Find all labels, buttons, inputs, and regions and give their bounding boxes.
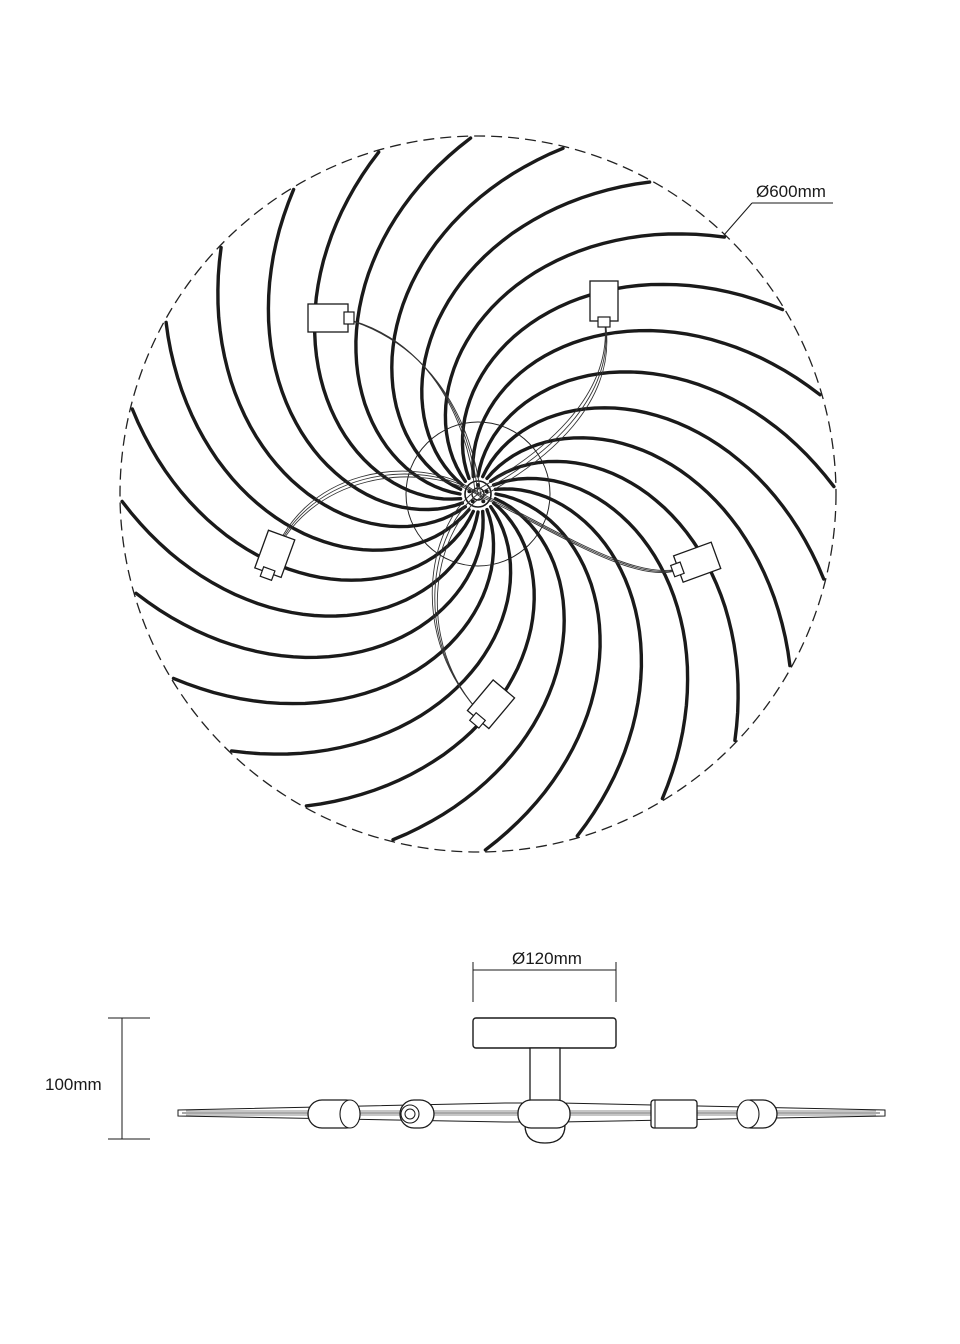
spiral-blade — [130, 407, 475, 582]
spiral-blade — [485, 436, 792, 668]
lamp-cable — [269, 476, 482, 568]
hub-center — [471, 487, 485, 501]
lamp-cable — [480, 496, 685, 573]
lamp-cable — [477, 314, 607, 495]
lamp-cable — [269, 473, 479, 568]
spiral-blades — [120, 136, 836, 852]
spiral-blade — [481, 406, 826, 581]
lamp-holders — [253, 280, 722, 730]
spiral-blade — [171, 507, 496, 706]
ceiling-canopy — [472, 1017, 617, 1049]
spiral-blade — [420, 180, 652, 487]
spiral-blade — [266, 187, 465, 512]
outer-dashed-circle — [119, 135, 837, 853]
lamp-cables — [269, 314, 685, 716]
canopy-outline-circle — [405, 421, 551, 567]
lamp-holder-2 — [589, 280, 619, 328]
lamp-socket — [259, 566, 276, 582]
lamp-cable — [474, 314, 606, 492]
spiral-blade — [390, 146, 565, 491]
lamp-body — [589, 280, 619, 322]
diameter-600-label: Ø600mm — [756, 182, 826, 201]
spiral-blade — [164, 320, 471, 552]
lamp-holder-4 — [466, 679, 516, 730]
side-lamp-4 — [736, 1099, 778, 1129]
top-view: Ø600mm — [119, 135, 837, 853]
side-lamp-3 — [650, 1099, 698, 1129]
spiral-blade — [229, 505, 513, 756]
diameter-600-callout: Ø600mm — [723, 182, 833, 236]
lamp-body — [307, 303, 349, 333]
height-label: 100mm — [45, 1075, 102, 1094]
lamp-holder-1 — [307, 303, 355, 333]
spiral-blade — [354, 136, 473, 496]
height-dimension: 100mm — [45, 1017, 150, 1140]
lamp-cable — [436, 496, 483, 716]
lamp-cable — [480, 314, 608, 498]
lamp-cable — [477, 493, 685, 572]
leader-line-600 — [723, 202, 753, 236]
center-holder — [517, 1099, 571, 1129]
spiral-blade — [120, 499, 480, 618]
spiral-blade — [491, 476, 690, 801]
spiral-blade — [489, 459, 740, 743]
spiral-blade — [460, 282, 785, 481]
side-lamp-2 — [399, 1099, 435, 1129]
hub-dot — [481, 499, 486, 504]
side-lamp-1 — [307, 1099, 361, 1129]
lamp-holder-3 — [253, 529, 296, 582]
spiral-blade — [216, 245, 467, 529]
stem — [529, 1047, 561, 1104]
spiral-blade — [483, 492, 602, 852]
spiral-blade — [471, 328, 822, 479]
spiral-blade — [312, 150, 463, 501]
spiral-blade — [443, 232, 727, 483]
spiral-blade — [134, 509, 485, 660]
diameter-120-dimension: Ø120mm — [472, 949, 617, 1002]
lamp-cable — [269, 470, 476, 568]
center-bulb — [524, 1124, 566, 1144]
lamp-socket — [597, 316, 611, 328]
spiral-blade — [304, 501, 536, 808]
spiral-blade — [493, 487, 644, 838]
spiral-blade — [476, 370, 836, 489]
side-view: Ø120mm 100mm — [45, 949, 886, 1144]
lamp-cable — [474, 490, 685, 571]
lamp-socket — [343, 311, 355, 325]
lamp-holder-5 — [669, 541, 722, 584]
diameter-120-label: Ø120mm — [512, 949, 582, 968]
lamp-socket — [669, 561, 685, 578]
lamp-socket — [468, 711, 487, 729]
hub-dot — [470, 499, 475, 504]
spiral-blade — [391, 497, 566, 842]
lamp-cable — [341, 317, 482, 498]
